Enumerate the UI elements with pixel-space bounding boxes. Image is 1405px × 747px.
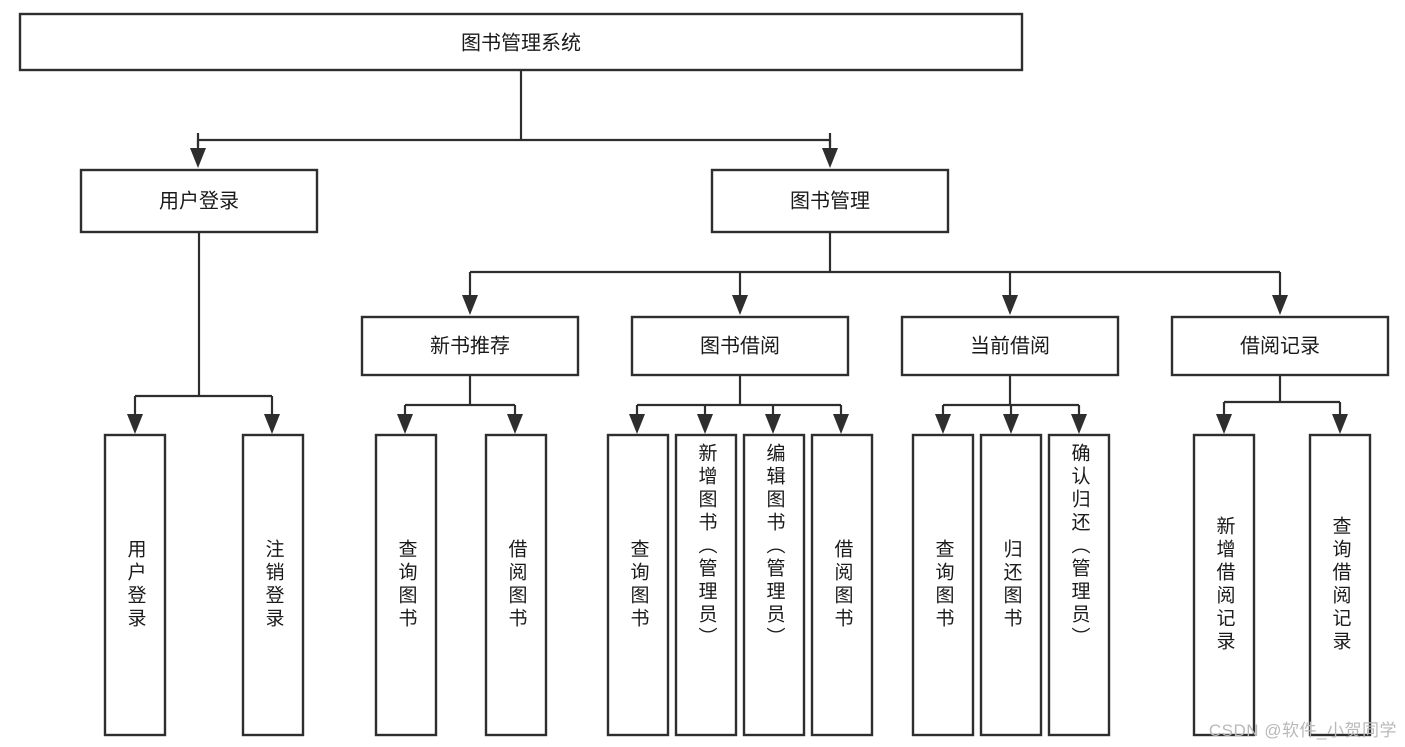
node-leaf-query-record-label: 查询借阅记录 — [1329, 516, 1351, 654]
node-leaf-borrow-book-2-label: 借阅图书 — [831, 539, 853, 631]
node-leaf-add-book-label: 新增图书（管理员） — [695, 443, 717, 650]
connector-current-borrow-to-leaves — [935, 375, 1087, 434]
node-user-login[interactable]: 用户登录 — [79, 168, 319, 234]
node-leaf-confirm-return[interactable]: 确认归还（管理员） — [1047, 433, 1111, 737]
node-book-borrow-label: 图书借阅 — [700, 334, 780, 357]
node-current-borrow[interactable]: 当前借阅 — [900, 315, 1120, 377]
node-new-book-rec-label: 新书推荐 — [430, 334, 510, 357]
arrowhead-icon — [1332, 414, 1348, 434]
arrowhead-icon — [833, 414, 849, 434]
node-leaf-query-book-2[interactable]: 查询图书 — [606, 433, 670, 737]
node-root[interactable]: 图书管理系统 — [18, 12, 1024, 72]
arrowhead-icon — [264, 414, 280, 434]
arrowhead-icon — [1272, 295, 1288, 315]
connector-new-book-rec-to-leaves — [397, 375, 523, 434]
node-leaf-borrow-book-1[interactable]: 借阅图书 — [484, 433, 548, 737]
arrowhead-icon — [190, 148, 206, 168]
arrowhead-icon — [765, 414, 781, 434]
node-leaf-logout[interactable]: 注销登录 — [241, 433, 305, 737]
node-leaf-edit-book[interactable]: 编辑图书（管理员） — [742, 433, 806, 737]
node-leaf-add-record[interactable]: 新增借阅记录 — [1192, 433, 1256, 737]
node-leaf-add-record-label: 新增借阅记录 — [1213, 516, 1235, 654]
node-new-book-rec[interactable]: 新书推荐 — [360, 315, 580, 377]
connector-root-to-level2 — [190, 70, 838, 168]
node-user-login-label: 用户登录 — [159, 189, 239, 212]
node-root-label: 图书管理系统 — [461, 31, 581, 54]
arrowhead-icon — [822, 148, 838, 168]
connector-book-manage-to-level3 — [462, 232, 1288, 315]
node-leaf-query-book-3-label: 查询图书 — [932, 539, 954, 631]
arrowhead-icon — [1003, 414, 1019, 434]
node-leaf-query-book-3[interactable]: 查询图书 — [911, 433, 975, 737]
node-current-borrow-label: 当前借阅 — [970, 334, 1050, 357]
arrowhead-icon — [1216, 414, 1232, 434]
arrowhead-icon — [507, 414, 523, 434]
watermark-label: CSDN @软件_小贺同学 — [1208, 721, 1397, 740]
node-leaf-add-book[interactable]: 新增图书（管理员） — [674, 433, 738, 737]
node-borrow-record-label: 借阅记录 — [1240, 334, 1320, 357]
node-book-manage-label: 图书管理 — [790, 189, 870, 212]
arrowhead-icon — [397, 414, 413, 434]
node-leaf-logout-label: 注销登录 — [262, 539, 284, 631]
node-leaf-query-book-2-label: 查询图书 — [627, 539, 649, 631]
arrowhead-icon — [629, 414, 645, 434]
arrowhead-icon — [697, 414, 713, 434]
arrowhead-icon — [935, 414, 951, 434]
arrowhead-icon — [127, 414, 143, 434]
connector-book-borrow-to-leaves — [629, 375, 849, 434]
connector-borrow-record-to-leaves — [1216, 375, 1348, 434]
node-book-manage[interactable]: 图书管理 — [710, 168, 950, 234]
node-leaf-return-book[interactable]: 归还图书 — [979, 433, 1043, 737]
arrowhead-icon — [1002, 295, 1018, 315]
node-leaf-user-login[interactable]: 用户登录 — [103, 433, 167, 737]
arrowhead-icon — [1071, 414, 1087, 434]
node-leaf-user-login-label: 用户登录 — [124, 539, 146, 631]
arrowhead-icon — [732, 295, 748, 315]
node-leaf-query-book-1-label: 查询图书 — [395, 539, 417, 631]
arrowhead-icon — [462, 295, 478, 315]
node-borrow-record[interactable]: 借阅记录 — [1170, 315, 1390, 377]
node-leaf-query-record[interactable]: 查询借阅记录 — [1308, 433, 1372, 737]
node-book-borrow[interactable]: 图书借阅 — [630, 315, 850, 377]
node-leaf-edit-book-label: 编辑图书（管理员） — [763, 443, 785, 650]
connector-user-login-to-leaves — [127, 232, 280, 434]
node-leaf-confirm-return-label: 确认归还（管理员） — [1068, 443, 1090, 650]
node-leaf-borrow-book-1-label: 借阅图书 — [505, 539, 527, 631]
node-leaf-query-book-1[interactable]: 查询图书 — [374, 433, 438, 737]
node-leaf-borrow-book-2[interactable]: 借阅图书 — [810, 433, 874, 737]
node-leaf-return-book-label: 归还图书 — [1000, 539, 1022, 631]
